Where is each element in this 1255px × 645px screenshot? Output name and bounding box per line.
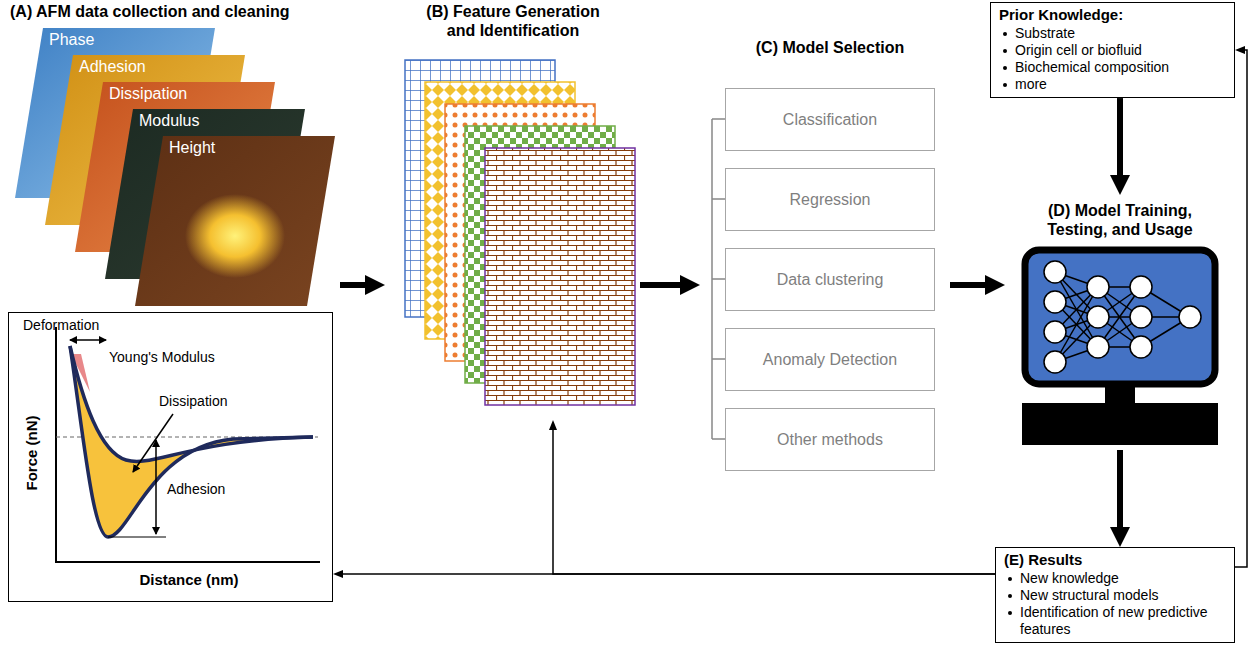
monitor [1087,336,1109,358]
force-curve [70,346,313,537]
bullet-item: Origin cell or biofluid [999,42,1226,59]
bullet-item: Identification of new predictive feature… [1004,604,1226,638]
curve-label: Young's Modulus [109,349,215,365]
box-heading: Prior Knowledge: [999,6,1226,25]
force-curve [56,327,320,562]
curve-label: Adhesion [167,481,225,497]
force-curve [155,440,157,534]
panel-region: (B) Feature Generation and Identificatio… [385,0,640,420]
bullet-item: New structural models [1004,587,1226,604]
monitor [1044,321,1066,343]
method-label: Other methods [777,431,883,449]
info-box: Prior Knowledge:SubstrateOrigin cell or … [990,2,1235,98]
bullet-item: Substrate [999,25,1226,42]
monitor [1044,261,1066,283]
method-box: Classification [725,88,935,151]
panel-title: (B) Feature Generation and Identificatio… [413,2,613,40]
method-label: Classification [783,111,877,129]
method-box: Data clustering [725,248,935,311]
flow-arrow [1235,50,1247,567]
force-curve-box: DeformationYoung's ModulusDissipationAdh… [8,312,333,602]
bullet-item: more [999,76,1226,93]
feature-sheets [405,60,635,405]
method-label: Regression [790,191,871,209]
flow-arrow [340,282,373,288]
panel-region: (A) AFM data collection and cleaningPhas… [0,0,340,605]
panel-title: (A) AFM data collection and cleaning [10,2,289,21]
monitor [1025,250,1215,384]
afm-layers [15,28,335,306]
flow-arrow [1117,450,1123,535]
method-box: Regression [725,168,935,231]
monitor [1044,351,1066,373]
monitor [1022,403,1218,445]
afm-layers [185,194,285,278]
force-curve [133,414,173,472]
panel-title: (D) Model Training, Testing, and Usage [1025,201,1215,239]
bullet-item: Biochemical composition [999,59,1226,76]
monitor [1087,306,1109,328]
method-label: Data clustering [777,271,884,289]
monitor [1022,250,1218,445]
layer-label: Phase [49,31,94,49]
bracket [712,119,725,439]
layer-label: Height [169,139,215,157]
monitor [1044,291,1066,313]
method-box: Anomaly Detection [725,328,935,391]
method-label: Anomaly Detection [763,351,897,369]
axis-label: Distance (nm) [139,571,238,588]
panel-region: (D) Model Training, Testing, and Usage [1005,195,1235,450]
force-curve [56,327,320,562]
axis-label: Force (nN) [23,416,40,491]
monitor [1105,387,1135,403]
flow-arrow [950,282,993,288]
box-heading: (E) Results [1004,551,1226,570]
force-curve [108,537,166,538]
panel-title: (C) Model Selection [725,38,935,57]
flow-arrow [640,282,688,288]
monitor [1179,306,1201,328]
feature-sheets [485,148,635,405]
afm-layers [135,136,335,306]
afm-layer: Height [135,136,335,306]
layer-label: Dissipation [109,85,187,103]
afm-layer: Dissipation [75,82,275,252]
monitor [1130,276,1152,298]
force-curve [70,346,313,537]
panel-region: (C) Model SelectionClassificationRegress… [700,0,950,475]
layer-label: Adhesion [79,58,146,76]
bullet-item: New knowledge [1004,570,1226,587]
afm-layer: Modulus [105,109,305,279]
curve-label: Dissipation [159,393,227,409]
force-curve [70,346,313,461]
monitor [1130,306,1152,328]
curve-label: Deformation [23,317,99,333]
flow-arrow [1117,98,1123,183]
monitor [1130,336,1152,358]
layer-label: Modulus [139,112,199,130]
monitor [1044,261,1201,373]
force-curve [70,339,106,341]
afm-layers [135,136,335,306]
monitor [1087,276,1109,298]
method-box: Other methods [725,408,935,471]
info-box: (E) ResultsNew knowledgeNew structural m… [995,547,1235,643]
monitor [1055,272,1190,362]
